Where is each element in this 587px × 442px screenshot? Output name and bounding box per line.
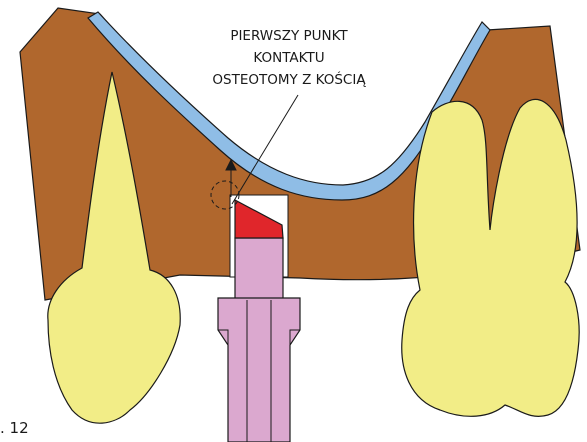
osteotome-body bbox=[218, 298, 300, 442]
annotation-line: PIERWSZY PUNKT bbox=[205, 25, 373, 47]
annotation-text: PIERWSZY PUNKT KONTAKTU OSTEOTOMY Z KOŚC… bbox=[205, 25, 373, 91]
figure-number: . 12 bbox=[0, 419, 29, 437]
annotation-line: KONTAKTU bbox=[205, 47, 373, 69]
annotation-line: OSTEOTOMY Z KOŚCIĄ bbox=[205, 69, 373, 91]
osteotome-shaft bbox=[235, 238, 283, 300]
